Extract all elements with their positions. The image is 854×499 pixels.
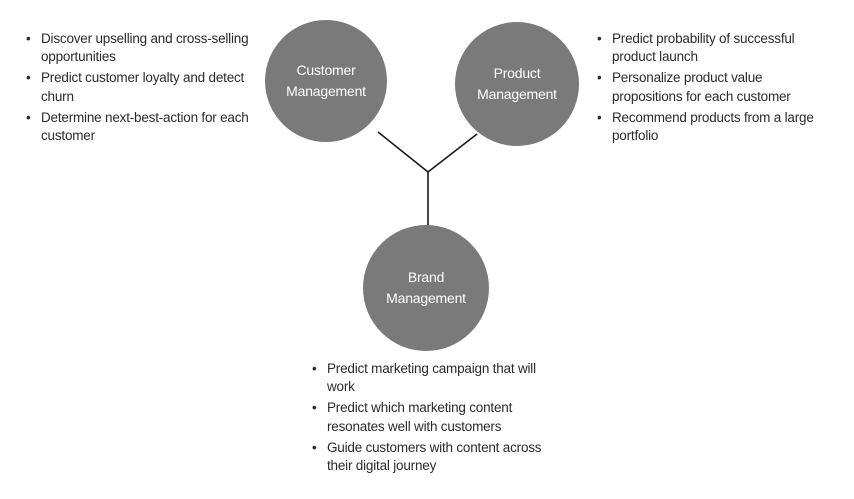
- list-item: Predict probability of successful produc…: [597, 30, 827, 66]
- list-item: Discover upselling and cross-selling opp…: [26, 30, 266, 66]
- brand-node-label-line2: Management: [386, 290, 466, 306]
- customer-node-label-line2: Management: [286, 83, 366, 99]
- list-item: Predict customer loyalty and detect chur…: [26, 69, 266, 105]
- brand-node-label-line1: Brand: [407, 269, 445, 285]
- list-item: Predict marketing campaign that will wor…: [312, 360, 557, 396]
- list-item: Guide customers with content across thei…: [312, 439, 557, 475]
- list-item: Personalize product value propositions f…: [597, 69, 827, 105]
- product-management-list: Predict probability of successful produc…: [597, 30, 827, 148]
- list-item: Predict which marketing content resonate…: [312, 399, 557, 435]
- brand-management-list: Predict marketing campaign that will wor…: [312, 360, 557, 478]
- customer-management-list: Discover upselling and cross-selling opp…: [26, 30, 266, 148]
- connector-product: [427, 133, 478, 173]
- product-node-label-line2: Management: [477, 86, 557, 102]
- list-item: Determine next-best-action for each cust…: [26, 109, 266, 145]
- product-management-node: Product Management: [455, 22, 579, 146]
- customer-node-label-line1: Customer: [296, 62, 356, 78]
- list-item: Recommend products from a large portfoli…: [597, 109, 827, 145]
- product-node-label-line1: Product: [493, 65, 541, 81]
- connector-customer: [377, 131, 429, 173]
- brand-management-node: Brand Management: [363, 225, 489, 351]
- customer-management-node: Customer Management: [265, 20, 387, 142]
